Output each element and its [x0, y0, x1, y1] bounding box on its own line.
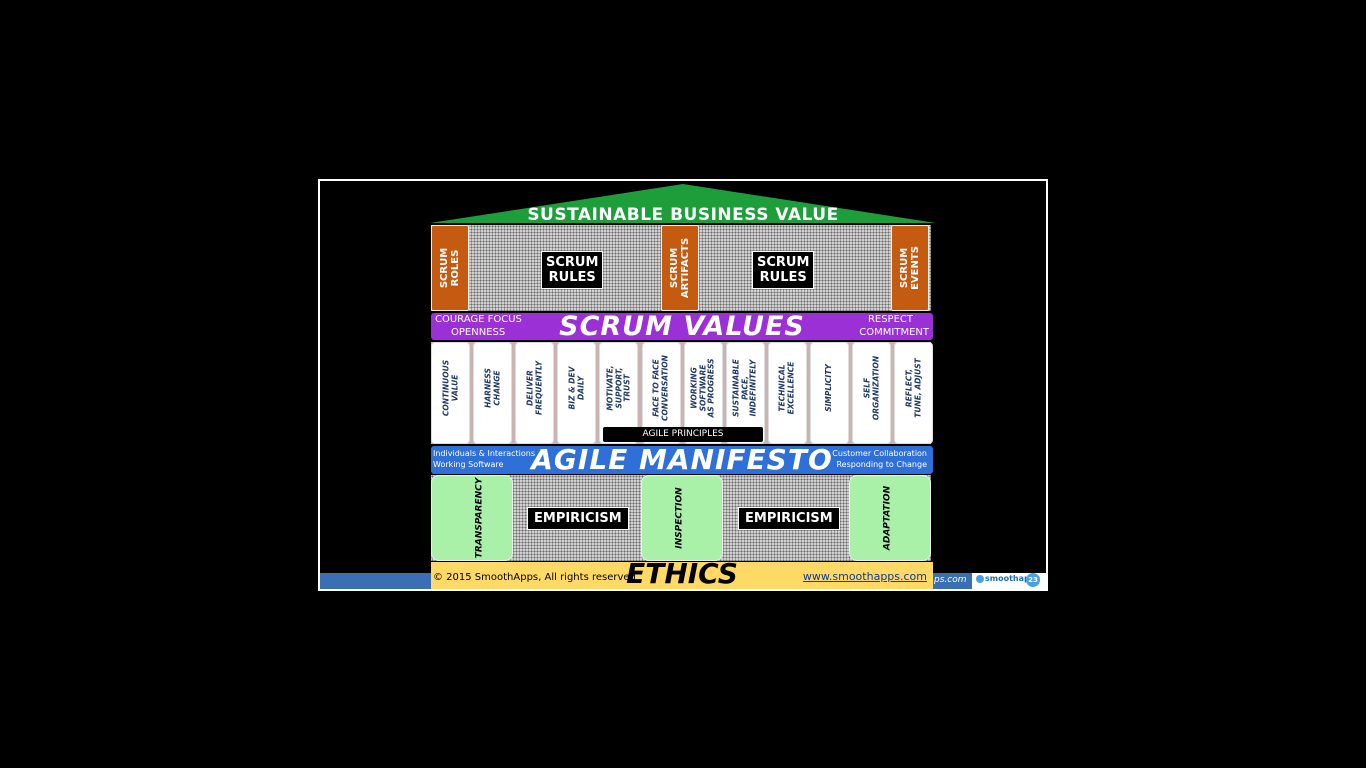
- slide: SUSTAINABLE BUSINESS VALUE SCRUM ROLES S…: [318, 179, 1048, 591]
- scrum-values-title: SCRUM VALUES: [559, 311, 805, 342]
- principle-label: BIZ & DEV DAILY: [567, 366, 585, 410]
- ethics-band: © 2015 SmoothApps, All rights reserved E…: [431, 557, 933, 589]
- principle-label: SELF ORGANIZATION: [862, 355, 880, 421]
- roof: SUSTAINABLE BUSINESS VALUE: [430, 183, 936, 225]
- scrum-rules-right: SCRUM RULES: [752, 251, 815, 289]
- principle-card: BIZ & DEV DAILY: [557, 342, 597, 444]
- logo-text: smoothapps: [985, 574, 1041, 583]
- principle-label: REFLECT, TUNE, ADJUST: [904, 358, 922, 418]
- principle-card: HARNESS CHANGE: [473, 342, 513, 444]
- inspection-label: INSPECTION: [674, 487, 685, 549]
- scrum-band: SCRUM ROLES SCRUM RULES SCRUM ARTIFACTS …: [431, 225, 931, 311]
- principle-card: REFLECT, TUNE, ADJUST: [894, 342, 934, 444]
- inspection-pillar: INSPECTION: [641, 475, 723, 561]
- website-link[interactable]: www.smoothapps.com: [802, 570, 927, 583]
- principle-label: CONTINUOUS VALUE: [441, 359, 459, 417]
- scrum-events-label: SCRUM EVENTS: [899, 246, 921, 290]
- principle-label: FACE TO FACE CONVERSATION: [651, 355, 670, 421]
- principle-card: SELF ORGANIZATION: [852, 342, 891, 444]
- values-left-line1: COURAGE FOCUS: [435, 314, 522, 325]
- empiricism-box-right: EMPIRICISM: [738, 507, 840, 530]
- principle-card: TECHNICAL EXCELLENCE: [767, 342, 807, 444]
- principle-label: MOTIVATE, SUPPORT, TRUST: [605, 365, 632, 411]
- principle-label: SIMPLICITY: [824, 364, 834, 412]
- principle-label: SUSTAINABLE PACE, INDEFINITELY: [731, 359, 758, 417]
- principle-card: DELIVER FREQUENTLY: [515, 342, 555, 444]
- scrum-roles-label: SCRUM ROLES: [439, 247, 461, 289]
- scrum-roles-pillar: SCRUM ROLES: [431, 225, 469, 311]
- scrum-values-band: COURAGE FOCUS OPENNESS SCRUM VALUES RESP…: [431, 311, 933, 342]
- principle-label: TECHNICAL EXCELLENCE: [777, 361, 796, 415]
- footer-url-fragment: ps.com: [934, 575, 967, 585]
- principle-label: DELIVER FREQUENTLY: [525, 360, 543, 416]
- agile-manifesto-title: AGILE MANIFESTO: [531, 443, 833, 476]
- manifesto-right-line2: Responding to Change: [836, 460, 927, 469]
- values-left-line2: OPENNESS: [451, 327, 506, 338]
- manifesto-left-line2: Working Software: [433, 460, 504, 469]
- roof-shape: [430, 184, 936, 223]
- page-number-badge: 23: [1026, 573, 1040, 587]
- agile-manifesto-band: Individuals & Interactions Working Softw…: [431, 443, 933, 476]
- ethics-title: ETHICS: [626, 557, 738, 590]
- principle-card: SIMPLICITY: [809, 342, 849, 444]
- empiricism-band: TRANSPARENCY EMPIRICISM INSPECTION EMPIR…: [431, 475, 931, 561]
- scrum-events-pillar: SCRUM EVENTS: [891, 225, 929, 311]
- scrum-rules-left: SCRUM RULES: [541, 251, 604, 289]
- values-right-line2: COMMITMENT: [859, 327, 929, 338]
- values-right-line1: RESPECT: [867, 314, 913, 325]
- manifesto-left-line1: Individuals & Interactions: [433, 449, 536, 458]
- transparency-pillar: TRANSPARENCY: [431, 475, 513, 561]
- principle-label: WORKING SOFTWARE AS PROGRESS: [689, 358, 716, 418]
- agile-principles-label: AGILE PRINCIPLES: [603, 427, 763, 442]
- copyright-text: © 2015 SmoothApps, All rights reserved: [433, 572, 636, 583]
- transparency-label: TRANSPARENCY: [474, 477, 485, 559]
- principle-label: HARNESS CHANGE: [483, 368, 501, 408]
- smoothapps-logo: smoothapps: [976, 574, 1040, 583]
- adaptation-label: ADAPTATION: [882, 485, 893, 551]
- manifesto-right-line1: Customer Collaboration: [832, 449, 927, 458]
- logo-drop-icon: [976, 574, 984, 583]
- principle-card: CONTINUOUS VALUE: [431, 342, 470, 444]
- adaptation-pillar: ADAPTATION: [849, 475, 931, 561]
- agile-principles-row: REFLECT, TUNE, ADJUST SELF ORGANIZATION SI…: [431, 342, 934, 444]
- scrum-artifacts-pillar: SCRUM ARTIFACTS: [661, 225, 699, 311]
- empiricism-box-left: EMPIRICISM: [527, 507, 629, 530]
- roof-title: SUSTAINABLE BUSINESS VALUE: [527, 205, 839, 225]
- scrum-artifacts-label: SCRUM ARTIFACTS: [669, 237, 691, 299]
